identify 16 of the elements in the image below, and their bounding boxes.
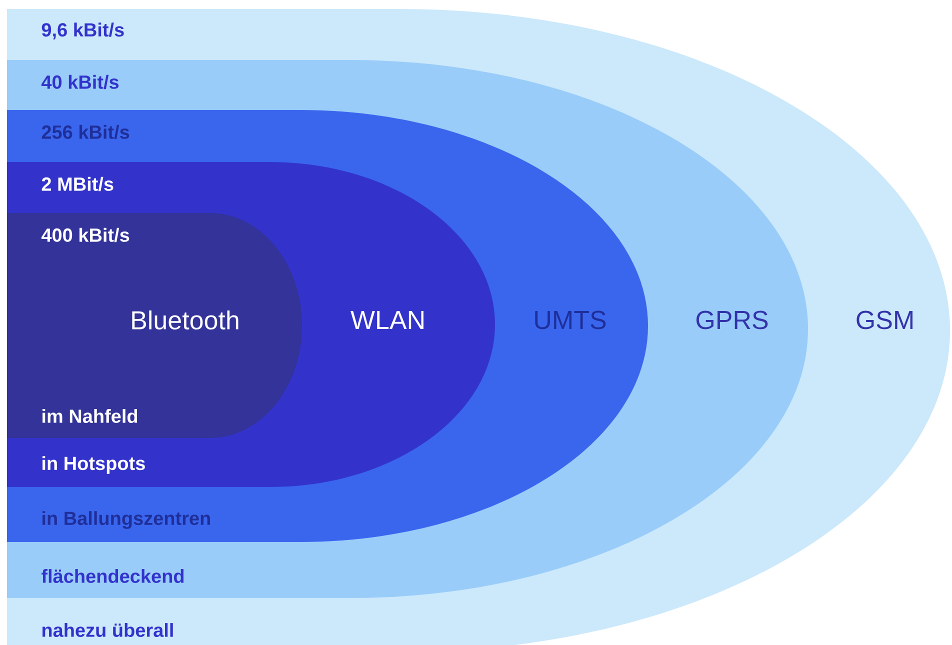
technology-name: WLAN	[350, 311, 424, 329]
coverage-label: flächendeckend	[42, 569, 184, 583]
technology-name: GPRS	[696, 310, 768, 330]
technology-name: Bluetooth	[132, 310, 238, 330]
coverage-label: nahezu überall	[42, 623, 173, 637]
data-rate-label: 256 kBit/s	[42, 124, 130, 140]
data-rate-label: 2 MBit/s	[42, 176, 114, 192]
data-rate-label: 9,6 kBit/s	[42, 22, 124, 40]
coverage-band	[7, 213, 302, 438]
technology-name: GSM	[856, 310, 912, 330]
data-rate-label: 400 kBit/s	[41, 228, 130, 242]
coverage-label: in Hotspots	[42, 456, 145, 474]
technology-name: UMTS	[535, 310, 606, 330]
coverage-label: in Ballungszentren	[42, 511, 210, 529]
data-rate-label: 40 kBit/s	[41, 74, 119, 90]
coverage-label: im Nahfeld	[42, 409, 138, 423]
